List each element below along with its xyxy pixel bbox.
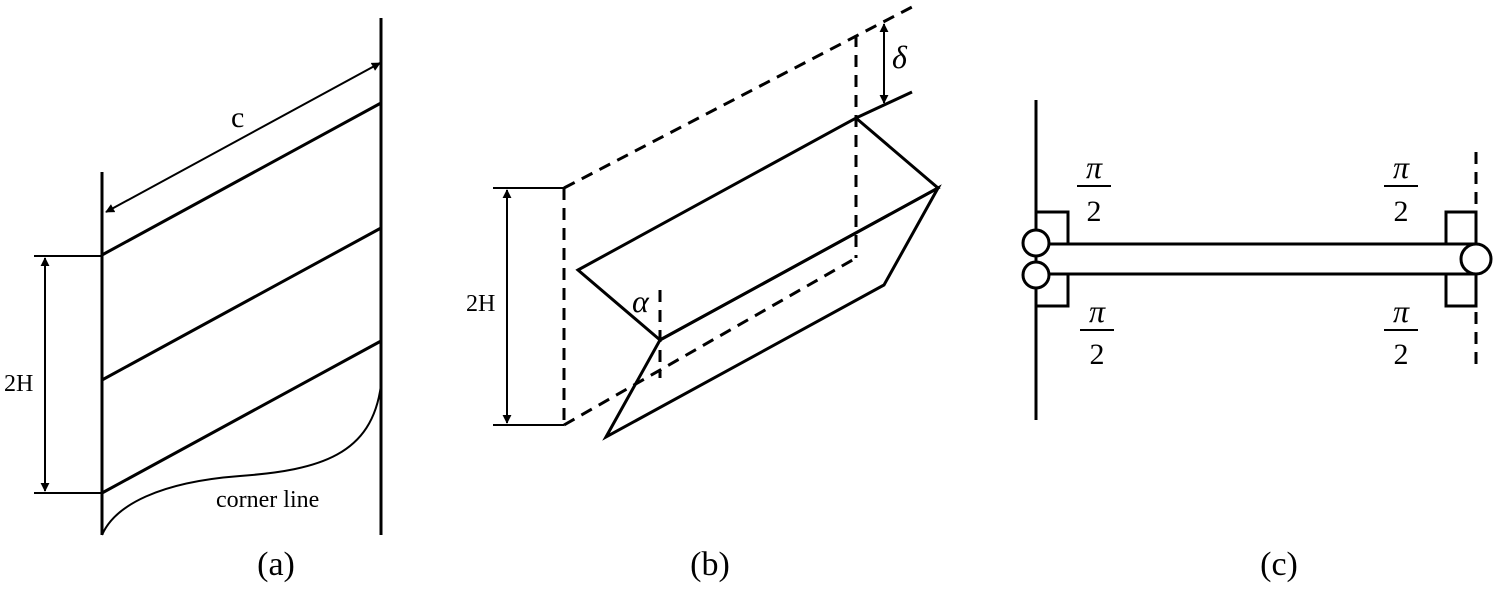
fraction-numerator: π bbox=[1393, 149, 1410, 185]
dimension-2h-label: 2H bbox=[466, 291, 495, 317]
left-top-hinge bbox=[1021, 228, 1051, 258]
dashed-top-edge bbox=[563, 5, 913, 190]
dimension-c-arrow bbox=[105, 62, 381, 213]
fraction-numerator: π bbox=[1393, 293, 1410, 329]
fraction-numerator: π bbox=[1086, 149, 1103, 185]
corner-line-label: corner line bbox=[216, 487, 319, 513]
panel-c-label: (c) bbox=[1260, 546, 1298, 583]
fraction-denominator: 2 bbox=[1087, 195, 1102, 228]
right-hinge bbox=[1459, 242, 1493, 276]
fraction-denominator: 2 bbox=[1090, 338, 1105, 371]
fraction-denominator: 2 bbox=[1394, 195, 1409, 228]
dashed-bottom-edge bbox=[563, 256, 857, 427]
fraction-right-top: π 2 bbox=[1384, 149, 1418, 228]
panel-a: c 2H corner line (a) bbox=[4, 18, 383, 583]
angle-alpha-label: α bbox=[632, 283, 650, 319]
fraction-denominator: 2 bbox=[1394, 338, 1409, 371]
dimension-2h-label: 2H bbox=[4, 371, 33, 397]
dimension-c-label: c bbox=[231, 101, 244, 134]
fraction-right-bottom: π 2 bbox=[1384, 293, 1418, 371]
panel-b: 2H α δ (b) bbox=[466, 5, 942, 583]
corner-line-curve bbox=[101, 384, 382, 536]
right-top-block bbox=[1444, 210, 1478, 246]
panel-b-label: (b) bbox=[690, 546, 730, 583]
fraction-left-bottom: π 2 bbox=[1080, 293, 1114, 371]
panel-c: π 2 π 2 π 2 π 2 (c) bbox=[1021, 100, 1493, 583]
inclined-line-middle bbox=[101, 226, 382, 382]
panel-a-label: (a) bbox=[257, 546, 295, 583]
offset-delta-label: δ bbox=[892, 39, 908, 75]
fraction-numerator: π bbox=[1089, 293, 1106, 329]
displaced-block-lower-face bbox=[602, 184, 942, 441]
offset-reference-line bbox=[855, 90, 913, 120]
right-bottom-block bbox=[1444, 272, 1478, 308]
fraction-left-top: π 2 bbox=[1077, 149, 1111, 228]
left-bottom-hinge bbox=[1021, 260, 1051, 290]
inclined-line-bottom bbox=[101, 339, 382, 495]
